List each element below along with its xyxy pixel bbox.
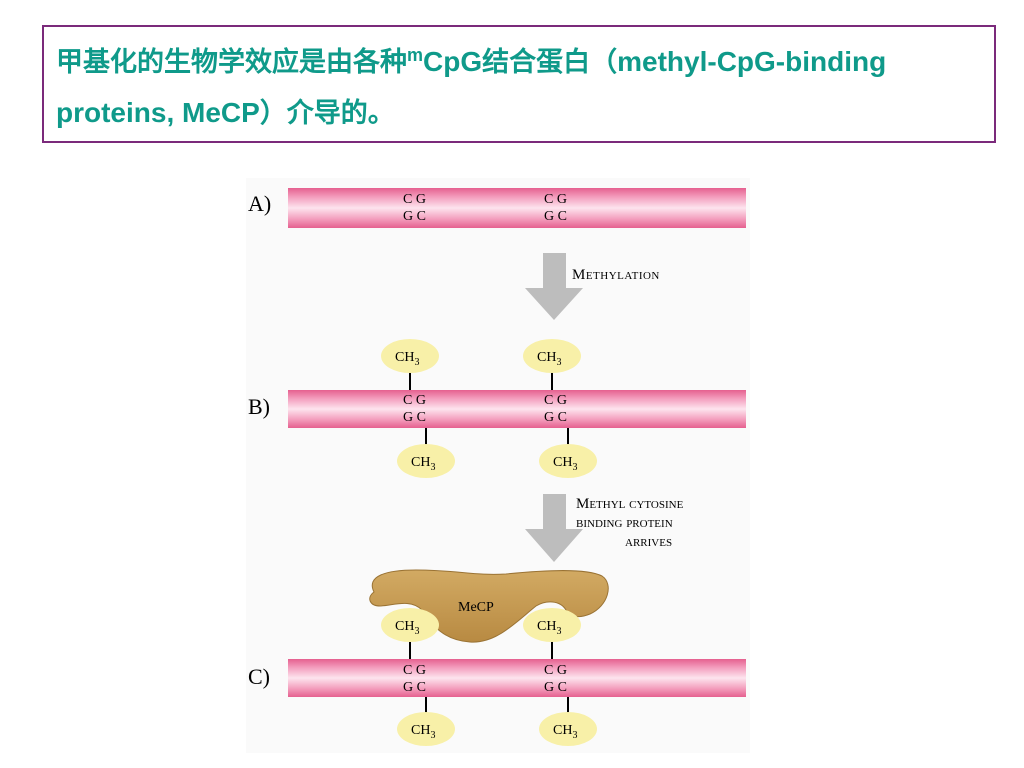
arrow2-line-3: arrives [625,534,672,550]
svg-text:CH3: CH3 [395,619,419,637]
methyl-main: CH [395,619,414,634]
title-sup-m: m [407,45,424,65]
title-cpg: CpG [423,46,483,77]
panel-label-b: B) [248,394,270,419]
svg-text:CH3: CH3 [537,619,561,637]
pair-bottom-b2: G C [544,410,567,425]
methyl-group-b1-top: CH3 [381,339,439,373]
methylation-label: Methylation [572,267,660,283]
pair-top-b1: C G [403,393,426,408]
arrow2-line-2: binding protein [576,515,673,531]
methylation-diagram: A) C G G C C G G C Methylation CH3 CH3 B… [246,178,750,753]
mecp-protein [369,569,609,643]
cpg-site-a1: C G G C [403,192,426,224]
cpg-site-c1: C G G C [403,663,426,695]
pair-top-b2: C G [544,393,567,408]
svg-text:CH3: CH3 [537,350,561,368]
panel-label-c: C) [248,664,270,689]
dna-strand-c [288,659,746,697]
pair-bottom-b1: G C [403,410,426,425]
mecp-label: MeCP [458,600,494,615]
methyl-sub: 3 [556,626,561,637]
methyl-main: CH [395,350,414,365]
pair-top-a1: C G [403,192,426,207]
title-text-cn-2: 结合蛋白（ [482,47,618,78]
dna-strand-a [288,188,746,228]
methyl-sub: 3 [430,462,435,473]
cpg-site-b1: C G G C [403,393,426,425]
methyl-main: CH [537,350,556,365]
svg-text:CH3: CH3 [411,723,435,741]
methyl-main: CH [553,723,572,738]
methyl-sub: 3 [556,357,561,368]
methyl-sub: 3 [572,462,577,473]
methyl-group-b2-bottom: CH3 [539,444,597,478]
methyl-group-b1-bottom: CH3 [397,444,455,478]
arrow2-line-1: Methyl cytosine [576,496,684,512]
protein-arrives-label: Methyl cytosine binding protein arrives [576,496,684,550]
pair-top-c2: C G [544,663,567,678]
figure-background [246,178,750,753]
methyl-group-c1-top: CH3 [381,608,439,642]
methyl-group-c2-bottom: CH3 [539,712,597,746]
methyl-group-c1-bottom: CH3 [397,712,455,746]
methyl-sub: 3 [414,626,419,637]
methyl-main: CH [411,455,430,470]
methyl-main: CH [537,619,556,634]
title-box: 甲基化的生物学效应是由各种mCpG结合蛋白（methyl-CpG-binding… [42,25,996,143]
methyl-main: CH [411,723,430,738]
pair-bottom-c1: G C [403,680,426,695]
title-text-cn-1: 甲基化的生物学效应是由各种 [56,47,407,78]
pair-bottom-c2: G C [544,680,567,695]
pair-top-c1: C G [403,663,426,678]
protein-arrives-arrow [525,494,583,562]
svg-text:CH3: CH3 [395,350,419,368]
methyl-main: CH [553,455,572,470]
svg-text:CH3: CH3 [553,723,577,741]
methyl-group-c2-top: CH3 [523,608,581,642]
title-text-cn-3: ）介导的。 [259,98,395,129]
svg-text:CH3: CH3 [553,455,577,473]
pair-top-a2: C G [544,192,567,207]
methyl-sub: 3 [414,357,419,368]
panel-label-a: A) [248,191,271,216]
dna-strand-b [288,390,746,428]
cpg-site-a2: C G G C [544,192,567,224]
methylation-arrow [525,253,583,320]
methyl-sub: 3 [572,730,577,741]
cpg-site-c2: C G G C [544,663,567,695]
cpg-site-b2: C G G C [544,393,567,425]
pair-bottom-a1: G C [403,209,426,224]
title-text-en: methyl-CpG-binding proteins, MeCP [56,46,887,128]
methyl-sub: 3 [430,730,435,741]
pair-bottom-a2: G C [544,209,567,224]
methyl-group-b2-top: CH3 [523,339,581,373]
svg-text:CH3: CH3 [411,455,435,473]
